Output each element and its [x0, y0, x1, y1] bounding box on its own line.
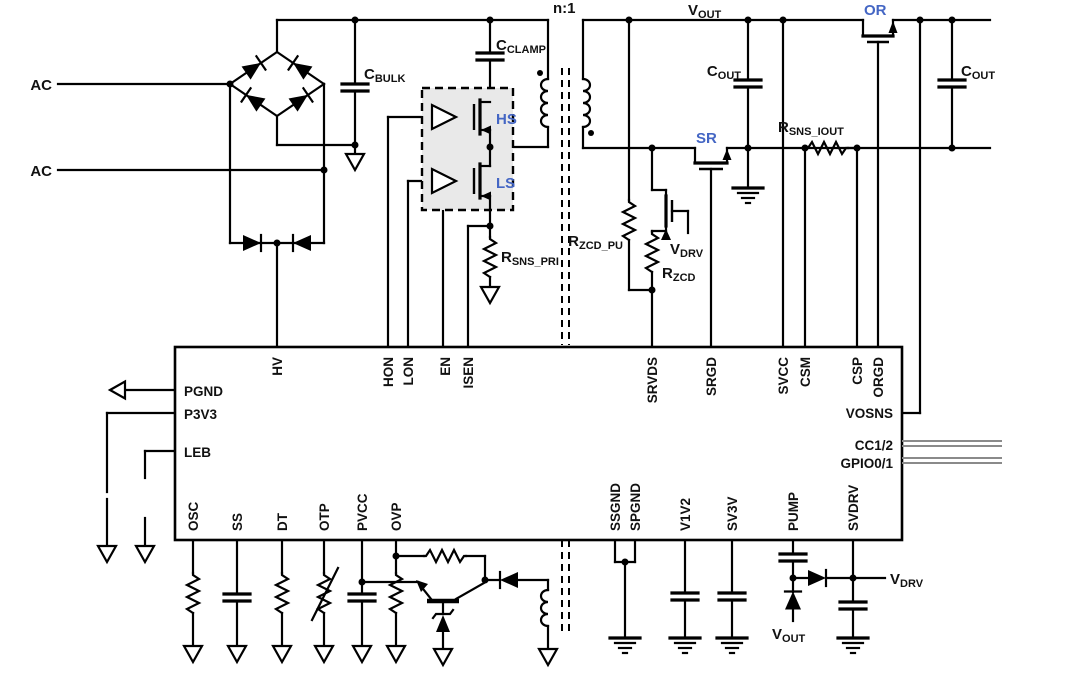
- pin-label-pump: PUMP: [786, 492, 801, 531]
- aux-winding: [539, 540, 570, 632]
- secondary-polarity-dot: [588, 130, 594, 136]
- transformer: [537, 68, 594, 345]
- label-sr: SR: [696, 130, 717, 147]
- pin-label-p3v3: P3V3: [184, 407, 218, 422]
- pin-label-en: EN: [438, 357, 453, 376]
- label-v-out-rail: VOUT: [688, 2, 722, 21]
- primary-winding-icon: [539, 77, 550, 129]
- pin-label-hv: HV: [270, 357, 285, 376]
- label-v-out-pump: VOUT: [772, 626, 806, 645]
- pin-label-dt: DT: [275, 512, 290, 531]
- label-or: OR: [864, 2, 887, 19]
- pin-label-pgnd: PGND: [184, 384, 223, 399]
- zener-diode-icon: [431, 608, 455, 651]
- pin-label-pvcc: PVCC: [355, 493, 370, 531]
- ic-bottom-pin-labels: OSC SS DT OTP PVCC OVP SSGND SPGND V1V2 …: [186, 483, 861, 531]
- pin-label-sv3v: SV3V: [725, 496, 740, 531]
- pin-label-osc: OSC: [186, 501, 201, 531]
- bjt-icon: [416, 580, 486, 616]
- label-v-drv-out: VDRV: [890, 571, 924, 590]
- sr-mosfet-icon: [693, 146, 732, 171]
- secondary-winding-icon: [581, 77, 592, 129]
- pin-label-srgd: SRGD: [704, 357, 719, 396]
- label-r-sns-iout: RSNS_IOUT: [778, 119, 844, 138]
- gate-driver-block: [420, 86, 515, 228]
- pin-label-cc12: CC1/2: [855, 438, 893, 453]
- zcd-fet-icon: [661, 194, 674, 240]
- label-r-zcd: RZCD: [662, 265, 696, 284]
- ground-symbols: [96, 152, 870, 667]
- pin-label-ssgnd: SSGND: [608, 483, 623, 531]
- pin-label-orgd: ORGD: [871, 357, 886, 398]
- pin-label-otp: OTP: [317, 503, 332, 531]
- label-ac-bottom: AC: [30, 163, 52, 180]
- pgnd-arrow-icon: [107, 379, 127, 401]
- pin-label-ss: SS: [230, 513, 245, 531]
- primary-polarity-dot: [537, 70, 543, 76]
- label-c-clamp: CCLAMP: [496, 37, 546, 56]
- label-v-drv-sr: VDRV: [670, 241, 704, 260]
- aux-winding-icon: [539, 588, 550, 628]
- label-ls: LS: [496, 175, 515, 192]
- pin-label-csm: CSM: [798, 357, 813, 387]
- hs-driver-buffer-icon: [430, 103, 459, 131]
- label-c-out-right: COUT: [961, 63, 995, 82]
- pin-label-gpio01: GPIO0/1: [840, 456, 893, 471]
- pin-label-svdrv: SVDRV: [846, 485, 861, 531]
- pin-label-hon: HON: [381, 357, 396, 387]
- label-turns-ratio: n:1: [553, 0, 576, 17]
- or-mosfet-icon: [861, 18, 898, 44]
- pin-label-csp: CSP: [850, 357, 865, 385]
- pin-label-leb: LEB: [184, 445, 211, 460]
- label-c-out-left: COUT: [707, 63, 741, 82]
- junction-dots: [226, 16, 956, 586]
- pin-label-v1v2: V1V2: [678, 498, 693, 531]
- ic-top-pin-labels: HV HON LON EN ISEN SRVDS SRGD SVCC CSM C…: [270, 357, 886, 404]
- label-r-zcd-pu: RZCD_PU: [568, 233, 623, 252]
- pin-label-isen: ISEN: [461, 357, 476, 389]
- pin-label-ovp: OVP: [389, 502, 404, 531]
- pin-label-vosns: VOSNS: [846, 406, 893, 421]
- pin-label-spgnd: SPGND: [628, 483, 643, 531]
- label-hs: HS: [496, 111, 517, 128]
- ic-side-pin-labels: PGND P3V3 LEB VOSNS CC1/2 GPIO0/1: [184, 384, 893, 471]
- label-c-bulk: CBULK: [364, 66, 405, 85]
- ls-driver-buffer-icon: [430, 167, 459, 195]
- cc-gpio-bus: [902, 440, 1002, 464]
- pin-label-lon: LON: [401, 357, 416, 386]
- label-ac-top: AC: [30, 77, 52, 94]
- label-r-sns-pri: RSNS_PRI: [501, 249, 559, 268]
- pin-label-srvds: SRVDS: [645, 357, 660, 403]
- pin-label-svcc: SVCC: [776, 357, 791, 395]
- otp-thermistor: [310, 566, 340, 622]
- controller-ic: [173, 345, 904, 542]
